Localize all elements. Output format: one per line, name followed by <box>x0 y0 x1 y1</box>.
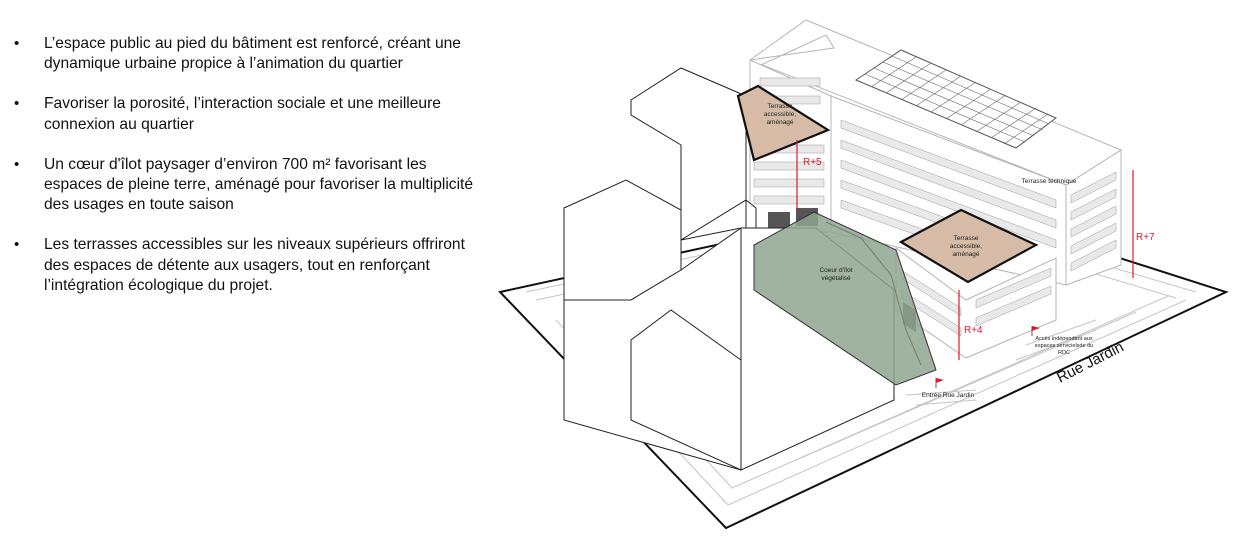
courtyard-path <box>825 221 922 366</box>
terrace-right <box>898 208 1039 284</box>
bullet-marker: • <box>14 95 20 113</box>
level-r7-label: R+7 <box>1136 232 1155 243</box>
terrace-left <box>736 84 831 162</box>
bullet-marker: • <box>14 35 20 52</box>
axonometric-diagram: Terrasse accessible, aménagé Terrasse ac… <box>496 0 1242 545</box>
terrasse-technique-label: Terrasse technique <box>1022 178 1077 185</box>
bullet-text: Favoriser la porosité, l’interaction soc… <box>44 95 441 133</box>
terrace-right-label-1: Terrasse <box>954 235 979 242</box>
diagram-svg: Terrasse accessible, aménagé Terrasse ac… <box>498 19 1229 530</box>
terrace-left-label-3: aménagé <box>766 119 793 126</box>
terrace-left-label-1: Terrasse <box>768 103 793 110</box>
acces-label-3: RDC <box>1058 350 1070 356</box>
entrance-flags <box>935 326 1040 388</box>
bullet-list: • L’espace public au pied du bâtiment est… <box>14 34 474 316</box>
level-r5-label: R+5 <box>803 157 822 168</box>
courtyard-label-1: Coeur d'îlot <box>819 267 852 274</box>
bullet-marker: • <box>14 155 20 173</box>
solar-grid <box>864 55 1050 145</box>
bullet-item: • L’espace public au pied du bâtiment est… <box>14 34 474 74</box>
entree-label: Entrée Rue Jardin <box>922 392 975 399</box>
flag-icon <box>1032 326 1040 331</box>
bullet-marker: • <box>14 236 20 254</box>
bullet-text: Un cœur d'îlot paysager d’environ 700 m²… <box>44 155 474 214</box>
bullet-text: Les terrasses accessibles sur les niveau… <box>44 236 465 294</box>
terrace-right-label-3: aménagé <box>952 251 979 258</box>
acces-label-2: espaces servicielsde du <box>1035 343 1093 349</box>
solar-roof <box>854 49 1057 149</box>
terrace-left-label-2: accessible, <box>764 111 796 118</box>
acces-label-1: Accès indépendant aux <box>1035 336 1092 342</box>
bullet-text: L’espace public au pied du bâtiment est … <box>44 35 461 73</box>
level-lines <box>796 140 1134 360</box>
bullet-item: • Un cœur d'îlot paysager d’environ 700 m… <box>14 155 474 216</box>
bullet-item: • Favoriser la porosité, l’interaction so… <box>14 94 474 134</box>
facade-windows <box>753 77 1117 337</box>
courtyard <box>753 211 937 386</box>
bullet-item: • Les terrasses accessibles sur les nivea… <box>14 235 474 296</box>
flag-icon <box>936 378 944 383</box>
level-r4-label: R+4 <box>964 325 983 336</box>
terrace-right-label-2: accessible, <box>950 243 982 250</box>
courtyard-label-2: végétalisé <box>821 275 851 282</box>
